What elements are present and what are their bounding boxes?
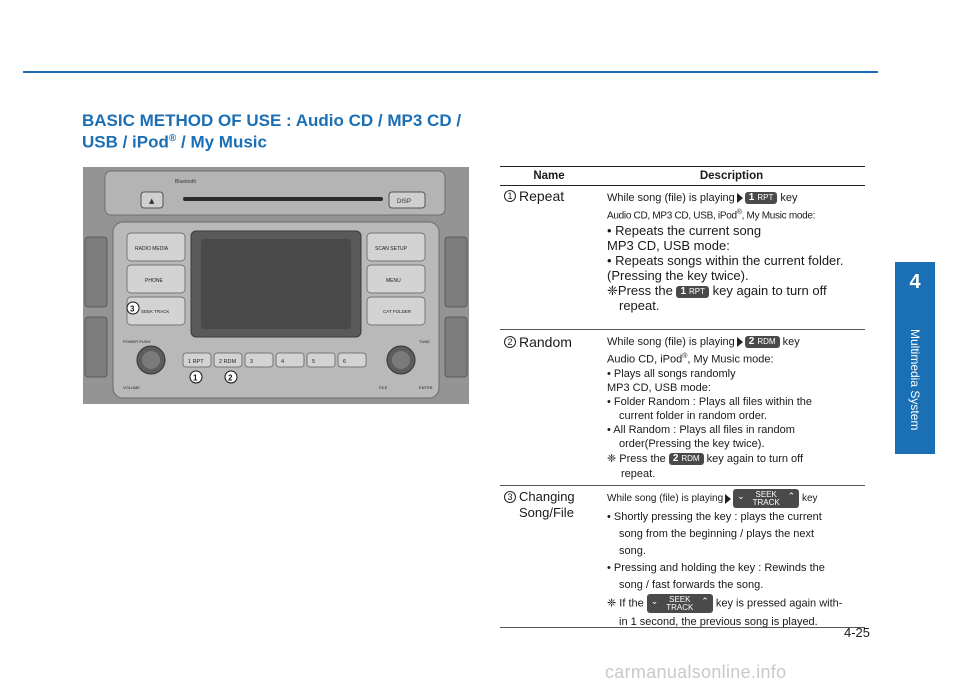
callout-1: 1 (189, 370, 203, 384)
svg-text:SCAN SETUP: SCAN SETUP (375, 246, 408, 252)
preset-label: 6 (343, 359, 346, 365)
function-table: Name Description 1 Repeat While song (fi… (500, 166, 865, 628)
preset-button-5 (306, 352, 336, 368)
row-name: Random (519, 334, 572, 350)
svg-text:FILE: FILE (379, 385, 388, 390)
preset-button-6 (337, 352, 367, 368)
row-number: 3 (504, 491, 516, 503)
svg-text:POWER PUSH: POWER PUSH (123, 339, 150, 344)
svg-text:SEEK TRACK: SEEK TRACK (141, 309, 169, 314)
cd-slot (183, 197, 383, 201)
callout-2: 2 (224, 370, 238, 384)
title-line-1: BASIC METHOD OF USE : Audio CD / MP3 CD … (82, 111, 462, 130)
svg-text:RADIO MEDIA: RADIO MEDIA (135, 246, 169, 252)
page-number: 4-25 (844, 625, 871, 640)
menu-button (366, 264, 426, 294)
row-name: Repeat (519, 188, 565, 204)
preset-label: 5 (312, 359, 315, 365)
preset-label: 2 RDM (219, 359, 237, 365)
svg-text:TUNE: TUNE (419, 339, 430, 344)
chapter-tab: 4 Multimedia System (895, 262, 935, 454)
eject-button (140, 191, 164, 209)
table-header: Name Description (500, 166, 865, 186)
svg-text:2: 2 (228, 374, 233, 383)
row-number: 2 (504, 336, 516, 348)
radio-media-button (126, 232, 186, 262)
head-unit-image: Bluetooth ▲ DISP RADIO MEDIA PHONE SEEK … (83, 167, 469, 404)
chapter-number: 4 (909, 271, 921, 293)
chapter-label: Multimedia System (908, 328, 922, 431)
play-arrow-icon (736, 337, 743, 348)
preset-button-1 (182, 352, 212, 368)
callout-3: 3 (126, 301, 140, 315)
svg-text:MENU: MENU (386, 278, 401, 284)
play-arrow-icon (725, 493, 732, 504)
svg-text:ENTER: ENTER (419, 385, 433, 390)
preset-button-3 (244, 352, 274, 368)
preset-label: 4 (281, 359, 284, 365)
row-number: 1 (504, 190, 516, 202)
svg-text:DISP: DISP (397, 199, 411, 205)
svg-text:▲: ▲ (149, 197, 155, 205)
watermark: carmanualsonline.info (605, 662, 787, 682)
row-name: Changing (519, 489, 575, 504)
play-arrow-icon (736, 193, 743, 204)
phone-button (126, 264, 186, 294)
svg-text:VOLUME: VOLUME (123, 385, 140, 390)
cat-folder-button (366, 296, 426, 326)
svg-text:CAT FOLDER: CAT FOLDER (383, 309, 412, 314)
preset-button-2 (213, 352, 243, 368)
bluetooth-label: Bluetooth (175, 179, 196, 185)
svg-text:1: 1 (193, 374, 198, 383)
preset-button-4 (275, 352, 305, 368)
title-line-2: USB / iPod® / My Music (82, 132, 267, 152)
header-name: Name (533, 170, 565, 182)
header-description: Description (699, 170, 764, 182)
disp-button (388, 191, 426, 209)
svg-text:3: 3 (130, 305, 135, 314)
scan-setup-button (366, 232, 426, 262)
seek-track-button (126, 296, 186, 326)
table-row: 3 Changing Song/File While song (file) i… (500, 486, 865, 628)
preset-label: 1 RPT (188, 359, 204, 365)
preset-label: 3 (250, 359, 253, 365)
top-rule (23, 71, 878, 73)
svg-text:PHONE: PHONE (145, 278, 163, 284)
page-title: BASIC METHOD OF USE : Audio CD / MP3 CD … (82, 112, 502, 152)
